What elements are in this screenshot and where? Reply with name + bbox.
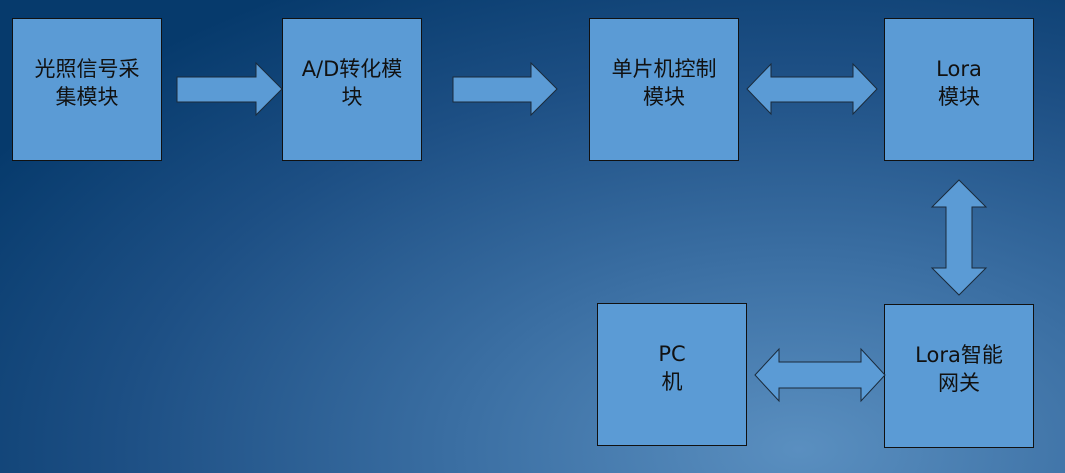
double-arrow-mcu-lora <box>746 62 878 116</box>
light-sensor-module: 光照信号采 集模块 <box>12 18 162 161</box>
node-label: 单片机控制 模块 <box>611 57 717 109</box>
arrow-sensor-to-ad <box>176 61 283 117</box>
arrow-ad-to-mcu <box>452 61 558 117</box>
node-label: 光照信号采 集模块 <box>34 57 140 109</box>
double-arrow-lora-gateway <box>930 179 988 296</box>
mcu-control-module: 单片机控制 模块 <box>589 18 739 161</box>
lora-gateway: Lora智能 网关 <box>884 304 1034 448</box>
node-label: Lora智能 网关 <box>915 343 1003 395</box>
node-label: Lora 模块 <box>936 57 982 109</box>
ad-converter-module: A/D转化模 块 <box>282 18 422 161</box>
double-arrow-pc-gateway <box>754 347 886 403</box>
lora-module: Lora 模块 <box>884 18 1034 161</box>
node-label: PC 机 <box>658 342 686 394</box>
node-label: A/D转化模 块 <box>301 57 403 109</box>
pc: PC 机 <box>597 303 747 446</box>
